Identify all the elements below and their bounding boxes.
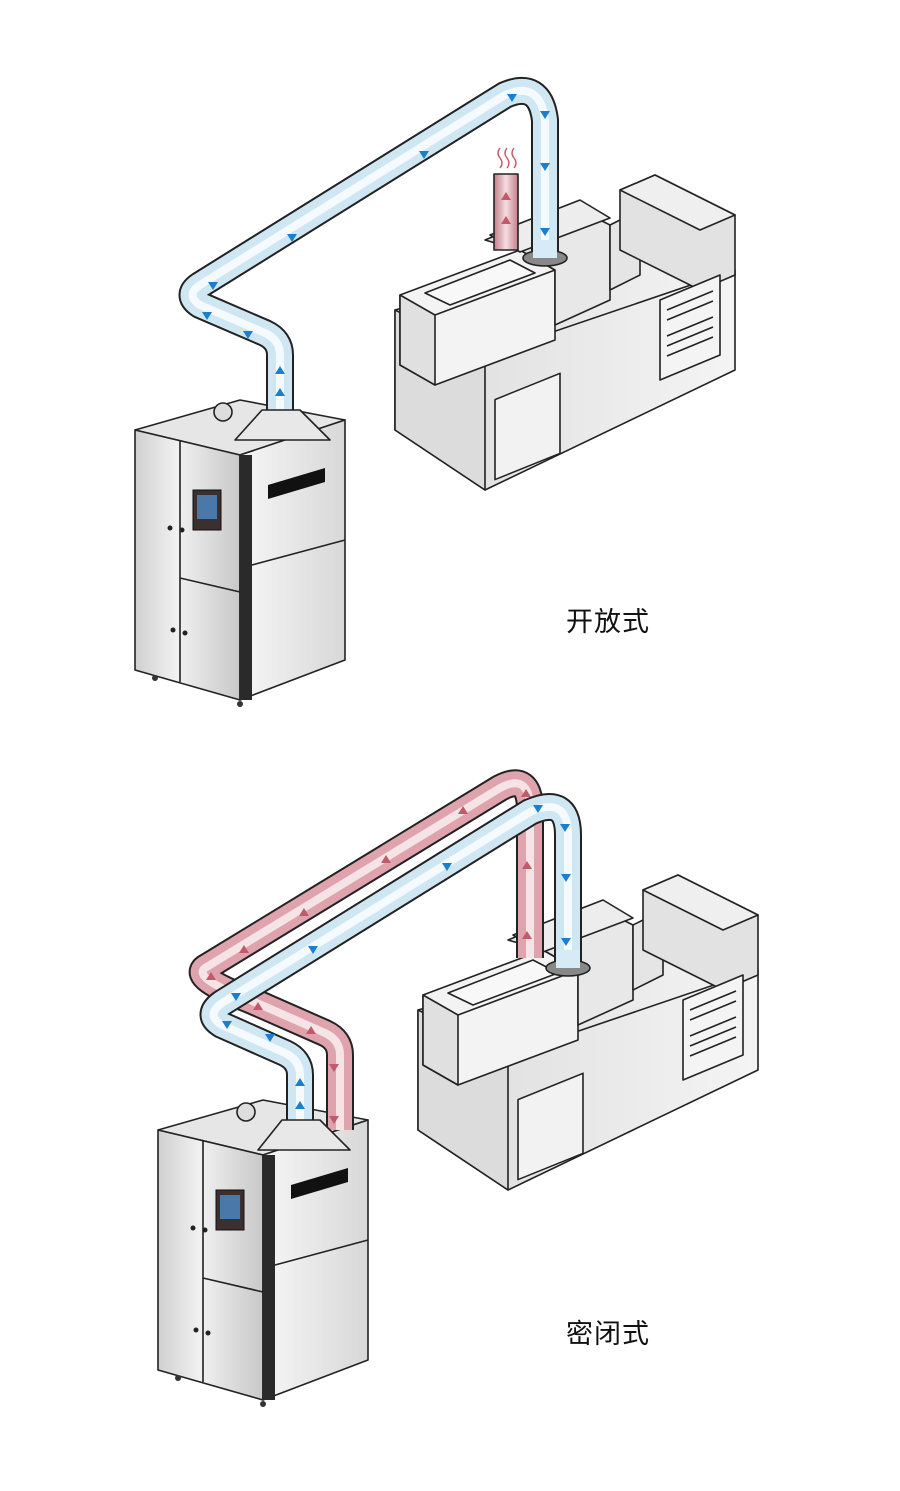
closed-type-caption: 密闭式 <box>566 1319 650 1350</box>
dryer-unit <box>134 399 346 708</box>
heat-waves-icon <box>497 147 517 169</box>
exhaust-stack <box>493 147 519 251</box>
return-duct <box>188 769 544 1130</box>
closed-type-diagram <box>157 769 759 1408</box>
supply-duct <box>178 77 568 441</box>
processing-machine <box>417 874 759 1191</box>
supply-duct <box>199 793 591 1151</box>
processing-machine <box>394 174 736 491</box>
open-type-caption: 开放式 <box>566 607 650 638</box>
open-type-diagram <box>134 77 736 708</box>
